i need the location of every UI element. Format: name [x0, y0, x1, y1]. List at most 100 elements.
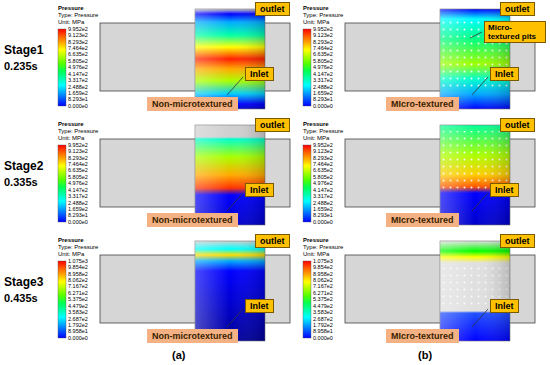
- legend-value: 9.123e2: [68, 148, 88, 154]
- node-text: Inlet: [250, 69, 269, 79]
- legend-value: 2.488e2: [68, 200, 88, 206]
- legend-value: 2.488e2: [313, 200, 333, 206]
- surface-tag: MIcro-textured: [386, 329, 459, 343]
- legend-value: 0.000e0: [68, 335, 88, 341]
- leader-line: [227, 309, 243, 327]
- node-text: outlet: [260, 236, 285, 246]
- legend-value: 6.635e2: [68, 167, 88, 173]
- node-text: Inlet: [250, 301, 269, 311]
- legend-value: 9.952e2: [313, 142, 333, 148]
- outlet-box: outlet: [500, 2, 535, 16]
- legend-value: 3.317e2: [313, 77, 333, 83]
- legend-value: 1.075e3: [313, 258, 333, 264]
- panel-3b: [303, 241, 535, 341]
- node-text: MIcro-textured: [391, 99, 454, 109]
- color-bar: [303, 29, 311, 106]
- legend-value: 8.293e1: [313, 212, 333, 218]
- color-bar: [58, 29, 66, 106]
- legend-value: 8.958e2: [313, 271, 333, 277]
- legend-value: 1.659e2: [313, 90, 333, 96]
- panel-letter: (b): [418, 349, 432, 362]
- legend-value: 0.000e0: [313, 219, 333, 225]
- legend-value: 3.583e2: [313, 309, 333, 315]
- node-text: outlet: [505, 236, 530, 246]
- node-text: outlet: [505, 4, 530, 14]
- legend-value: 8.293e2: [68, 155, 88, 161]
- legend-value: 4.147e2: [313, 71, 333, 77]
- leader-line: [472, 309, 488, 327]
- node-text: Inlet: [495, 185, 514, 195]
- legend-heading: Type: Pressure: [303, 128, 343, 135]
- legend-value: 8.958e2: [68, 271, 88, 277]
- pressure-field: [440, 241, 510, 341]
- color-bar: [303, 261, 311, 338]
- shaft-shading: [195, 9, 265, 109]
- leader-line: [470, 32, 482, 38]
- legend-value: 9.123e2: [313, 148, 333, 154]
- legend-value: 2.488e2: [313, 84, 333, 90]
- panel-letter: (a): [172, 349, 185, 362]
- legend-value: 6.635e2: [313, 167, 333, 173]
- panel-1a: [58, 9, 290, 109]
- legend-value: 6.635e2: [313, 51, 333, 57]
- legend-value: 4.479e2: [68, 303, 88, 309]
- shaft-shading: [440, 125, 510, 225]
- inlet-box: Inlet: [490, 299, 519, 313]
- legend-heading: Unit: MPa: [303, 19, 329, 26]
- legend-value: 4.147e2: [68, 187, 88, 193]
- legend-value: 2.687e2: [68, 316, 88, 322]
- inlet-box: Inlet: [245, 299, 274, 313]
- color-bar: [303, 145, 311, 222]
- shaft-shading: [195, 125, 265, 225]
- node-text: outlet: [260, 120, 285, 130]
- callout-box: Micro-textured pits: [484, 21, 546, 43]
- legend-value: 5.805e2: [313, 174, 333, 180]
- legend-value: 3.317e2: [313, 193, 333, 199]
- node-text: Micro-textured pits: [488, 23, 542, 41]
- color-bar: [58, 145, 66, 222]
- legend-value: 3.583e2: [68, 309, 88, 315]
- pressure-field: [195, 9, 265, 109]
- legend-value: 8.062e2: [68, 277, 88, 283]
- legend-value: 8.958e1: [313, 328, 333, 334]
- time-label: 0.235s: [4, 60, 38, 73]
- legend-value: 1.075e3: [68, 258, 88, 264]
- legend-value: 5.805e2: [68, 58, 88, 64]
- legend-value: 5.375e2: [313, 296, 333, 302]
- legend-value: 6.271e2: [68, 290, 88, 296]
- leader-line: [472, 193, 488, 211]
- legend-value: 4.147e2: [313, 187, 333, 193]
- legend-heading: Unit: MPa: [303, 135, 329, 142]
- legend-value: 1.792e2: [313, 322, 333, 328]
- outlet-box: outlet: [500, 118, 535, 132]
- leader-line: [227, 193, 243, 211]
- legend-value: 8.293e1: [68, 96, 88, 102]
- legend-heading: Unit: MPa: [303, 251, 329, 258]
- legend-value: 8.293e1: [68, 212, 88, 218]
- legend-value: 8.293e2: [313, 39, 333, 45]
- inlet-box: Inlet: [490, 67, 519, 81]
- outlet-box: outlet: [255, 234, 290, 248]
- legend-value: 1.659e2: [313, 206, 333, 212]
- leader-line: [227, 77, 243, 95]
- leader-line: [472, 77, 488, 95]
- legend-value: 2.488e2: [68, 84, 88, 90]
- legend-value: 5.805e2: [313, 58, 333, 64]
- legend-value: 3.317e2: [68, 193, 88, 199]
- surface-tag: MIcro-textured: [386, 97, 459, 111]
- legend-value: 6.635e2: [68, 51, 88, 57]
- node-text: MIcro-textured: [391, 331, 454, 341]
- inlet-box: Inlet: [245, 183, 274, 197]
- legend-value: 7.464e2: [68, 161, 88, 167]
- pressure-field: [440, 125, 510, 225]
- legend-heading: Type: Pressure: [303, 244, 343, 251]
- legend-value: 4.147e2: [68, 71, 88, 77]
- node-text: Non-microtextured: [152, 99, 233, 109]
- panel-3a: [58, 241, 290, 341]
- legend-heading: Pressure: [303, 237, 329, 244]
- legend-value: 9.854e2: [313, 264, 333, 270]
- surface-tag: Non-microtextured: [147, 329, 238, 343]
- legend-value: 4.976e2: [68, 64, 88, 70]
- legend-value: 9.123e2: [313, 32, 333, 38]
- node-text: Inlet: [250, 185, 269, 195]
